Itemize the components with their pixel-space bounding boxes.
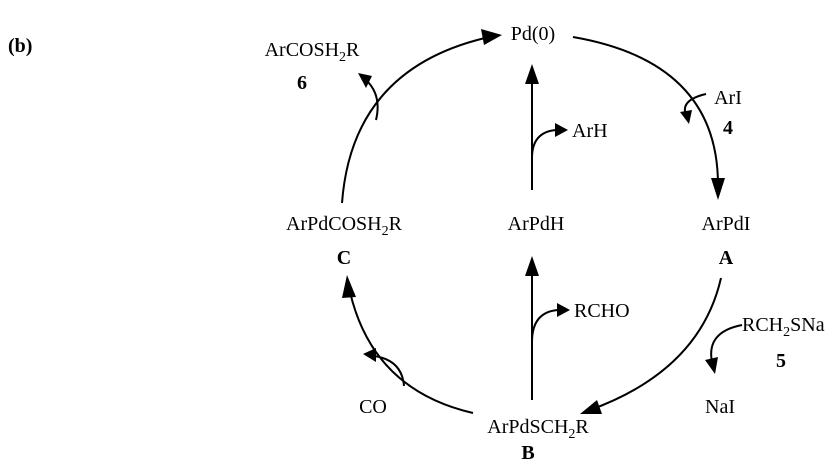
arrow-rcho-out	[531, 309, 559, 343]
arrowhead-arh-out	[555, 123, 568, 137]
arrow-pd0-to-arpdi	[572, 36, 719, 186]
product-number: 6	[297, 72, 307, 94]
reagent-ari-number: 4	[723, 117, 733, 139]
species-pd0: Pd(0)	[511, 23, 555, 45]
product-arcosh2r: ArCOSH2R	[265, 39, 360, 65]
arrowhead-rcho-out	[557, 303, 570, 317]
arrow-arh-out	[531, 129, 557, 159]
arrowhead-nai-out	[705, 357, 718, 374]
species-arpdcosh2r-tag: C	[337, 247, 351, 269]
arrowhead-product-out	[358, 73, 372, 88]
arrow-arpdsch2r-to-arpdcosh2r	[349, 291, 474, 414]
byproduct-arh: ArH	[572, 120, 608, 142]
species-arpdcosh2r: ArPdCOSH2R	[286, 213, 403, 239]
reagent-rch2sna-number: 5	[776, 350, 786, 372]
arrowhead-arpdsch2r	[580, 400, 602, 414]
rch2sna-main: RCH	[742, 314, 783, 336]
arrowhead-ari-in	[680, 110, 692, 124]
species-arpdsch2r-tag: B	[521, 442, 534, 461]
arpdsch2r-main: ArPdSCH	[487, 416, 568, 438]
panel-label: (b)	[8, 35, 32, 57]
species-arpdi: ArPdI	[702, 213, 751, 235]
arpdcosh2r-main: ArPdCOSH	[286, 213, 382, 235]
product-tail: R	[346, 39, 360, 61]
arrowhead-arpdsch2r-to-arpdh	[525, 256, 539, 276]
reagent-ari: ArI	[714, 87, 742, 109]
arrowhead-arpdh-to-pd0	[525, 64, 539, 84]
arpdcosh2r-subscript: 2	[382, 224, 389, 239]
arrowhead-pd0	[481, 29, 502, 45]
byproduct-rcho: RCHO	[574, 300, 630, 322]
product-subscript: 2	[339, 50, 346, 65]
arpdsch2r-subscript: 2	[568, 427, 575, 442]
rch2sna-subscript: 2	[783, 325, 790, 340]
reagent-co: CO	[359, 396, 387, 418]
arrowhead-arpdcosh2r	[342, 275, 356, 298]
arpdcosh2r-tail: R	[389, 213, 403, 235]
arpdsch2r-tail: R	[575, 416, 589, 438]
byproduct-nai: NaI	[705, 396, 735, 418]
arrow-sna-in-nai-out	[710, 324, 743, 363]
arrow-co-in	[373, 355, 405, 387]
arrowhead-arpdi	[711, 178, 725, 200]
arrowhead-co-in	[363, 348, 376, 362]
product-main: ArCOSH	[265, 39, 339, 61]
rch2sna-tail: SNa	[790, 314, 825, 336]
arrow-arpdcosh2r-to-pd0	[341, 37, 486, 204]
species-arpdi-tag: A	[719, 247, 734, 269]
species-arpdsch2r: ArPdSCH2R	[487, 416, 589, 442]
reagent-rch2sna: RCH2SNa	[742, 314, 825, 340]
arrow-arpdi-to-arpdsch2r	[589, 277, 722, 411]
species-arpdh: ArPdH	[508, 213, 565, 235]
